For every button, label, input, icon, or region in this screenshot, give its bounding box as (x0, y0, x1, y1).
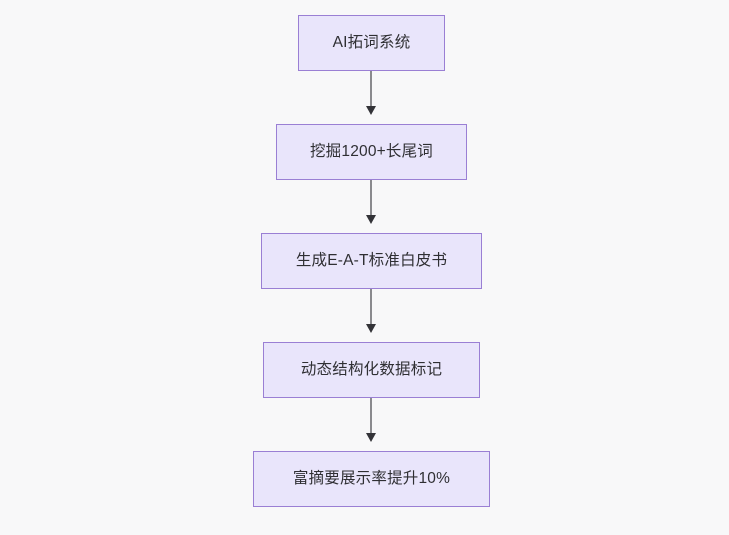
flow-node-rich-snippet-impression-uplift[interactable]: 富摘要展示率提升10% (253, 451, 490, 507)
flow-node-label: 富摘要展示率提升10% (292, 469, 451, 487)
flow-node-generate-eat-whitepaper[interactable]: 生成E-A-T标准白皮书 (261, 233, 482, 289)
edge-line (369, 289, 373, 324)
flow-node-ai-keyword-system[interactable]: AI拓词系统 (298, 15, 445, 71)
flow-node-label: 生成E-A-T标准白皮书 (295, 251, 448, 269)
flow-node-label: 挖掘1200+长尾词 (309, 142, 434, 160)
flow-node-dynamic-structured-data-markup[interactable]: 动态结构化数据标记 (263, 342, 480, 398)
arrowhead-icon (365, 433, 376, 442)
flow-node-label: AI拓词系统 (332, 33, 411, 51)
flow-node-label: 动态结构化数据标记 (300, 360, 443, 378)
arrowhead-icon (365, 324, 376, 333)
edge-line (369, 71, 373, 106)
edge-line (369, 398, 373, 433)
arrowhead-icon (365, 215, 376, 224)
arrowhead-icon (365, 106, 376, 115)
edge-line (369, 180, 373, 215)
flow-node-mine-longtail-keywords[interactable]: 挖掘1200+长尾词 (276, 124, 467, 180)
